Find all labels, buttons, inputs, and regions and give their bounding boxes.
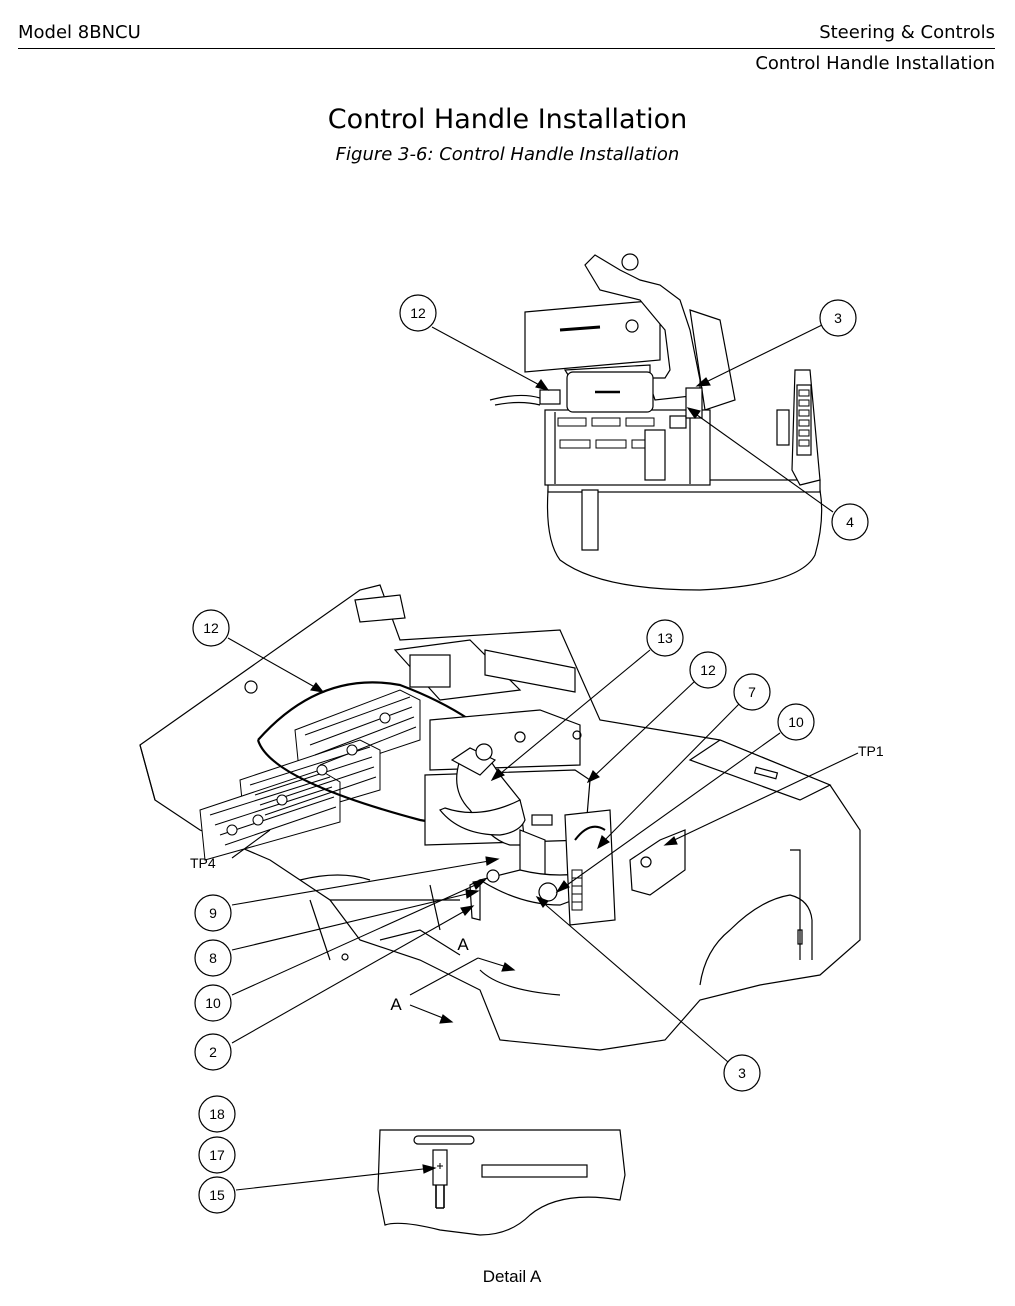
callout-10-main-right: 10 (777, 703, 815, 741)
callout-4-top: 4 (831, 503, 869, 541)
svg-text:4: 4 (846, 514, 854, 530)
page-title: Control Handle Installation (327, 104, 688, 135)
label-detail-a: Detail A (483, 1267, 542, 1286)
callout-8-main: 8 (194, 939, 232, 977)
callout-18-detail: 18 (198, 1095, 236, 1133)
svg-text:12: 12 (203, 620, 219, 636)
svg-text:17: 17 (209, 1147, 225, 1163)
heatsinks (199, 689, 421, 861)
callout-15-detail: 15 (198, 1176, 236, 1214)
detail-a (377, 1129, 626, 1236)
callout-2-main: 2 (194, 1033, 232, 1071)
header-subsection: Control Handle Installation (755, 53, 995, 74)
top-view (489, 253, 823, 591)
callouts: 12 3 4 12 13 12 7 10 (192, 294, 869, 1214)
callout-17-detail: 17 (198, 1136, 236, 1174)
label-section-a-lower: A (390, 995, 402, 1014)
svg-text:12: 12 (700, 662, 716, 678)
callout-7-main: 7 (733, 673, 771, 711)
callout-12-main-right: 12 (689, 651, 727, 689)
svg-text:15: 15 (209, 1187, 225, 1203)
svg-text:12: 12 (410, 305, 426, 321)
callout-3-top: 3 (819, 299, 857, 337)
label-tp4: TP4 (190, 855, 216, 871)
svg-text:18: 18 (209, 1106, 225, 1122)
figure-caption: Figure 3-6: Control Handle Installation (335, 144, 680, 165)
callout-3-main: 3 (723, 1054, 761, 1092)
svg-text:7: 7 (748, 684, 756, 700)
callout-12-main-left: 12 (192, 609, 230, 647)
text-labels: TP1 TP4 A A Detail A (190, 743, 884, 1286)
callout-10-main-left: 10 (194, 984, 232, 1022)
svg-text:2: 2 (209, 1044, 217, 1060)
leader-lines (227, 324, 859, 1191)
callout-13-main: 13 (646, 619, 684, 657)
header-model: Model 8BNCU (18, 22, 141, 43)
label-tp1: TP1 (858, 743, 884, 759)
header-section: Steering & Controls (819, 22, 995, 43)
label-section-a-upper: A (457, 935, 469, 954)
svg-text:8: 8 (209, 950, 217, 966)
svg-text:10: 10 (205, 995, 221, 1011)
callout-9-main: 9 (194, 894, 232, 932)
main-assembly (139, 584, 861, 1051)
svg-text:3: 3 (834, 310, 842, 326)
svg-text:10: 10 (788, 714, 804, 730)
svg-text:9: 9 (209, 905, 217, 921)
svg-text:3: 3 (738, 1065, 746, 1081)
header-rule (18, 48, 995, 49)
svg-text:13: 13 (657, 630, 673, 646)
callout-12-top: 12 (399, 294, 437, 332)
